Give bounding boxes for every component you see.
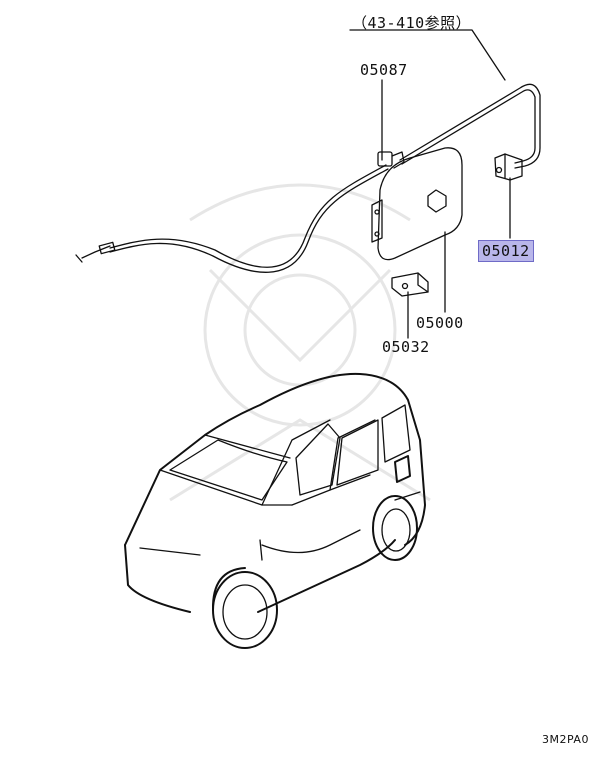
- upper-cable-loop: [399, 83, 541, 169]
- part-label-05000[interactable]: 05000: [416, 314, 464, 332]
- car-illustration: [124, 372, 426, 649]
- release-cable: [75, 164, 389, 273]
- part-label-05012[interactable]: 05012: [478, 240, 534, 262]
- figure-code: 3M2PA0: [542, 733, 589, 746]
- part-label-05032[interactable]: 05032: [382, 338, 430, 356]
- latch-05012: [494, 153, 523, 181]
- part-label-05087[interactable]: 05087: [360, 61, 408, 79]
- reference-label: （43-410参照）: [352, 14, 472, 32]
- leader-lines: [349, 29, 511, 339]
- fuel-door-05000: [371, 147, 463, 261]
- bracket-05032: [391, 272, 429, 297]
- grommet-05087: [377, 151, 405, 169]
- watermark-emblem: [169, 183, 431, 502]
